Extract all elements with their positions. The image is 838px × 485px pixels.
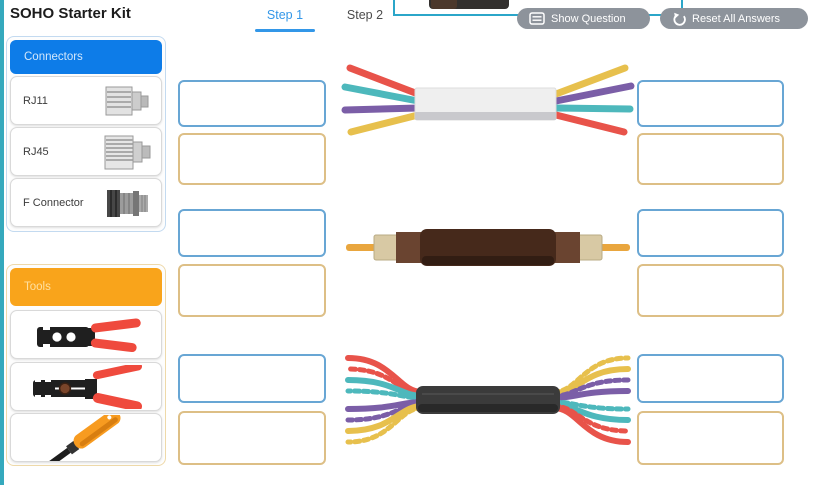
show-question-button[interactable]: Show Question <box>517 8 650 29</box>
tools-header-label: Tools <box>24 281 51 293</box>
rj11-connector-icon <box>105 86 149 115</box>
dropzone-tool-left-ethernet[interactable] <box>178 411 326 465</box>
dropzone-tool-left-telephone[interactable] <box>178 133 326 185</box>
window-edge-strip <box>0 0 4 485</box>
ethernet-cable <box>345 355 631 445</box>
reset-all-answers-button[interactable]: Reset All Answers <box>660 8 808 29</box>
tool-item-wire-stripper[interactable] <box>10 362 162 411</box>
reset-icon <box>673 12 686 26</box>
punchdown-tool-icon <box>46 414 121 461</box>
tab-step-1-label: Step 1 <box>266 8 304 22</box>
rj45-connector-icon <box>104 135 151 169</box>
dropzone-tool-right-coax[interactable] <box>637 264 784 317</box>
reset-all-answers-label: Reset All Answers <box>692 12 781 25</box>
page-title: SOHO Starter Kit <box>10 5 131 22</box>
dropzone-connector-left-ethernet[interactable] <box>178 354 326 403</box>
tools-header: Tools <box>10 268 162 306</box>
connector-item-rj11[interactable]: RJ11 <box>10 76 162 125</box>
dropzone-connector-right-telephone[interactable] <box>637 80 784 127</box>
dropzone-connector-right-ethernet[interactable] <box>637 354 784 403</box>
wire-crimper-stripper-icon <box>33 364 143 409</box>
active-tab-underline <box>255 29 315 32</box>
dropzone-tool-right-telephone[interactable] <box>637 133 784 185</box>
clipped-cable-fragment-brown <box>431 0 457 9</box>
tool-item-rj45-crimper[interactable] <box>10 310 162 359</box>
connectors-header: Connectors <box>10 40 162 74</box>
rj45-crimper-icon <box>37 317 141 352</box>
rj45-label: RJ45 <box>23 145 49 158</box>
dropzone-tool-left-coax[interactable] <box>178 264 326 317</box>
tab-step-2-label: Step 2 <box>346 8 384 22</box>
f-connector-label: F Connector <box>23 196 84 209</box>
connector-item-f-connector[interactable]: F Connector <box>10 178 162 227</box>
f-connector-icon <box>107 189 148 217</box>
dropzone-connector-right-coax[interactable] <box>637 209 784 257</box>
clipped-cable-fragment <box>429 0 509 9</box>
question-panel-icon <box>529 12 545 25</box>
connectors-header-label: Connectors <box>24 51 83 63</box>
show-question-label: Show Question <box>551 12 626 25</box>
coaxial-cable <box>346 229 630 266</box>
dropzone-tool-right-ethernet[interactable] <box>637 411 784 465</box>
telephone-cable <box>341 64 635 136</box>
tab-step-1[interactable]: Step 1 <box>255 8 315 22</box>
tab-step-2[interactable]: Step 2 <box>340 8 390 22</box>
dropzone-connector-left-telephone[interactable] <box>178 80 326 127</box>
dropzone-connector-left-coax[interactable] <box>178 209 326 257</box>
connector-item-rj45[interactable]: RJ45 <box>10 127 162 176</box>
rj11-label: RJ11 <box>23 94 48 107</box>
tool-item-punchdown[interactable] <box>10 413 162 462</box>
